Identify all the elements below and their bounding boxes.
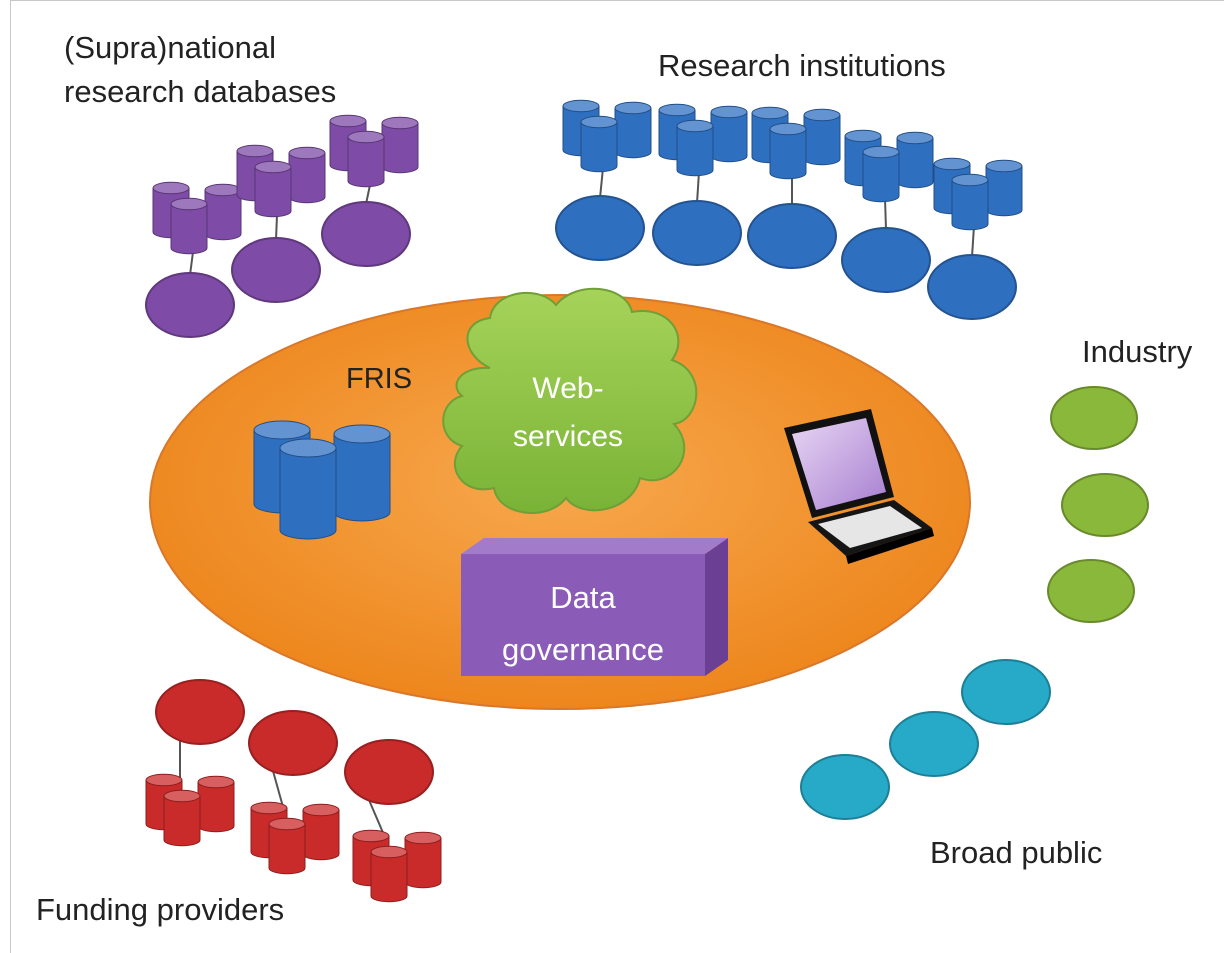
supranational-databases-group	[145, 114, 419, 338]
database-cylinder	[204, 183, 242, 241]
research-node	[555, 195, 645, 261]
connector-line	[884, 197, 887, 231]
supranational-label-line2: research databases	[64, 74, 336, 109]
broad-public-group	[800, 659, 1051, 820]
data-governance-label-line2: governance	[502, 632, 664, 667]
broad-public-label: Broad public	[930, 835, 1102, 870]
database-cylinder	[197, 775, 235, 833]
connector-line	[599, 167, 604, 199]
cloud-icon	[442, 287, 698, 514]
connector-line	[696, 171, 700, 204]
database-cylinder	[862, 145, 900, 203]
database-cylinder	[170, 197, 208, 255]
database-cylinder	[370, 845, 408, 903]
industry-node	[1061, 473, 1149, 537]
research-node	[927, 254, 1017, 320]
frame-left-border	[10, 0, 11, 953]
database-cluster	[352, 829, 442, 903]
database-cylinder	[333, 424, 391, 522]
database-cylinder	[279, 438, 337, 540]
database-icon	[253, 420, 391, 540]
frame-top-border	[10, 0, 1224, 1]
funding-providers-group	[145, 679, 442, 903]
database-cylinder	[769, 122, 807, 180]
research-node	[747, 203, 837, 269]
database-cluster	[236, 144, 326, 218]
database-cylinder	[951, 173, 989, 231]
database-cylinder	[381, 116, 419, 174]
connector-line	[275, 214, 278, 241]
public-node	[889, 711, 979, 777]
funding-node	[344, 739, 434, 805]
database-cluster	[250, 801, 340, 875]
laptop-icon	[784, 409, 934, 564]
database-cylinder	[268, 817, 306, 875]
research-institutions-label: Research institutions	[658, 48, 946, 83]
database-cluster	[933, 157, 1023, 231]
connector-line	[189, 251, 194, 276]
funding-providers-label: Funding providers	[36, 892, 284, 927]
connector-line	[365, 184, 371, 205]
database-cylinder	[985, 159, 1023, 217]
database-cylinder	[404, 831, 442, 889]
funding-node	[155, 679, 245, 745]
funding-node	[248, 710, 338, 776]
database-cylinder	[710, 105, 748, 163]
database-cylinder	[163, 789, 201, 847]
database-cluster	[145, 773, 235, 847]
research-node	[652, 200, 742, 266]
database-cylinder	[254, 160, 292, 218]
supranational-node	[321, 201, 411, 267]
database-cluster	[562, 99, 652, 173]
supranational-label-line1: (Supra)national	[64, 30, 276, 65]
web-services-label-line2: services	[513, 420, 623, 453]
public-node	[961, 659, 1051, 725]
web-services-label-line1: Web-	[532, 372, 603, 405]
database-cylinder	[896, 131, 934, 189]
database-cluster	[329, 114, 419, 188]
data-governance-label-line1: Data	[550, 580, 616, 615]
supranational-node	[145, 272, 235, 338]
database-cylinder	[676, 119, 714, 177]
database-cluster	[751, 106, 841, 180]
database-cluster	[658, 103, 748, 177]
industry-label: Industry	[1082, 334, 1193, 369]
database-cylinder	[302, 803, 340, 861]
public-node	[800, 754, 890, 820]
fris-label: FRIS	[346, 363, 412, 395]
research-node	[841, 227, 931, 293]
database-cylinder	[614, 101, 652, 159]
database-cluster	[844, 129, 934, 203]
database-cylinder	[803, 108, 841, 166]
database-cluster	[152, 181, 242, 255]
research-institutions-group	[555, 99, 1023, 320]
supranational-node	[231, 237, 321, 303]
connector-line	[971, 225, 975, 258]
industry-node	[1050, 386, 1138, 450]
database-cylinder	[580, 115, 618, 173]
database-cylinder	[347, 130, 385, 188]
industry-node	[1047, 559, 1135, 623]
database-cylinder	[288, 146, 326, 204]
industry-group	[1047, 386, 1149, 623]
box-icon	[461, 538, 728, 676]
